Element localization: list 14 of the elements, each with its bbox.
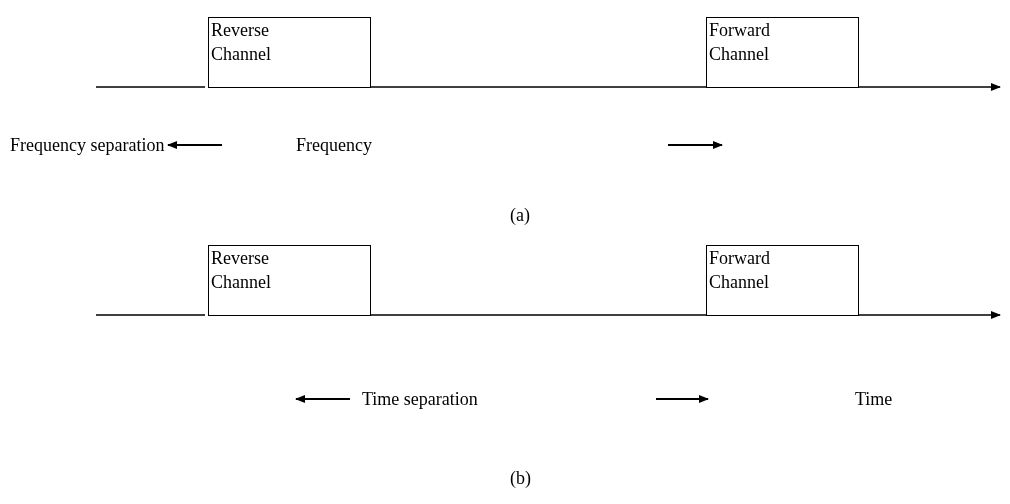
channel-box: [706, 245, 859, 316]
channel-box: [208, 17, 371, 88]
channel-label: Forward Channel: [709, 247, 771, 294]
panel-label: (b): [510, 467, 531, 490]
axis-label: Frequency separation: [10, 134, 165, 157]
channel-label: Reverse Channel: [211, 247, 272, 294]
channel-box: [208, 245, 371, 316]
axis-label: Time: [855, 388, 893, 411]
channel-label: Forward Channel: [709, 19, 771, 66]
channel-box: [706, 17, 859, 88]
channel-label: Reverse Channel: [211, 19, 272, 66]
panel-label: (a): [510, 204, 530, 227]
axis-label: Frequency: [296, 134, 372, 157]
axis-label: Time separation: [362, 388, 478, 411]
